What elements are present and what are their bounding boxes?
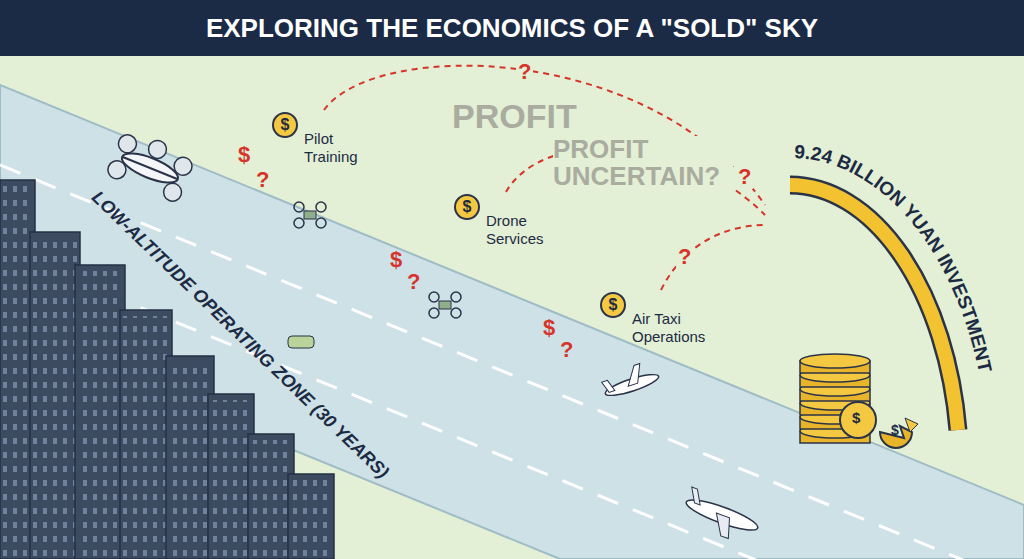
drone-rotor [316, 202, 326, 212]
plane-tail [602, 379, 615, 394]
drone-rotor [429, 308, 439, 318]
investment-label: 9.24 BILLION YUAN INVESTMENT [794, 141, 996, 375]
building-windows [33, 238, 77, 559]
building [288, 474, 334, 559]
evtol-arm [122, 157, 178, 179]
building-windows [3, 186, 32, 559]
dollar-mark: $ [238, 143, 250, 167]
stack-coin-top [800, 354, 870, 368]
question-mark: ? [407, 270, 420, 294]
building [30, 232, 80, 559]
drone-rotor [316, 218, 326, 228]
dollar-mark: $ [543, 316, 555, 340]
coin-symbol: $ [272, 112, 298, 138]
question-mark: ? [676, 245, 693, 269]
question-mark: ? [736, 165, 753, 189]
lane-line [0, 165, 1024, 559]
building [120, 310, 172, 559]
investment-label-path: 9.24 BILLION YUAN INVESTMENT [794, 141, 996, 375]
drone [294, 202, 326, 228]
dashed-connector [661, 225, 765, 290]
coin-symbol: $ [454, 194, 480, 220]
coin-dollar: $ [891, 423, 899, 438]
building [75, 265, 125, 559]
service-label: Air Taxi Operations [632, 310, 722, 346]
service-label: Pilot Training [304, 130, 376, 166]
coin-symbol: $ [600, 292, 626, 318]
profit-text: PROFIT [452, 98, 577, 135]
building [166, 356, 214, 559]
building-windows [251, 440, 291, 559]
title-bar: EXPLORING THE ECONOMICS OF A "SOLD" SKY [0, 0, 1024, 56]
building-windows [291, 480, 331, 559]
loose-coin [840, 402, 876, 438]
small-plane [600, 359, 661, 399]
evtol-rotor [146, 138, 169, 161]
drone-rotor [294, 218, 304, 228]
investment-arc: 9.24 BILLION YUAN INVESTMENT [765, 135, 1015, 465]
evtol-rotor [116, 132, 139, 155]
building [208, 394, 254, 559]
drone-body [304, 211, 316, 219]
coin-shard [905, 418, 918, 432]
profit-uncertain-text: PROFIT UNCERTAIN? [553, 136, 733, 191]
car [288, 336, 314, 348]
arc-outline [790, 185, 958, 430]
drone [429, 292, 461, 318]
title-text: EXPLORING THE ECONOMICS OF A "SOLD" SKY [206, 13, 818, 44]
drone-rotor [451, 292, 461, 302]
service-node: $Air Taxi Operations [598, 290, 724, 348]
drone-rotor [294, 202, 304, 212]
dashed-connector [324, 66, 765, 205]
arc-band [790, 185, 958, 430]
airliner-wing [710, 513, 736, 539]
dollar-mark: $ [390, 248, 402, 272]
drone-body [439, 301, 451, 309]
building-windows [78, 271, 122, 559]
lane-line [0, 250, 1024, 559]
coin-dollar: $ [852, 410, 860, 427]
drone-rotor [429, 292, 439, 302]
question-mark: ? [560, 338, 573, 362]
building-windows [123, 316, 169, 559]
building-windows [169, 362, 211, 559]
airliner-tail [687, 487, 705, 505]
service-node: $Pilot Training [270, 110, 378, 168]
evtol-rotor [161, 181, 184, 204]
band-shape [0, 85, 1024, 559]
drone-rotor [451, 308, 461, 318]
airliner [679, 487, 763, 547]
investment-node: 9.24 BILLION YUAN INVESTMENT [765, 135, 1015, 465]
service-label: Drone Services [486, 212, 558, 248]
question-mark: ? [516, 60, 533, 84]
evtol-rotor [171, 155, 194, 178]
building [248, 434, 294, 559]
evtol-aircraft [105, 127, 197, 204]
question-mark: ? [256, 168, 269, 192]
plane-wing [623, 364, 646, 387]
evtol-rotor [105, 158, 128, 181]
building-windows [211, 400, 251, 559]
service-node: $Drone Services [452, 192, 560, 250]
